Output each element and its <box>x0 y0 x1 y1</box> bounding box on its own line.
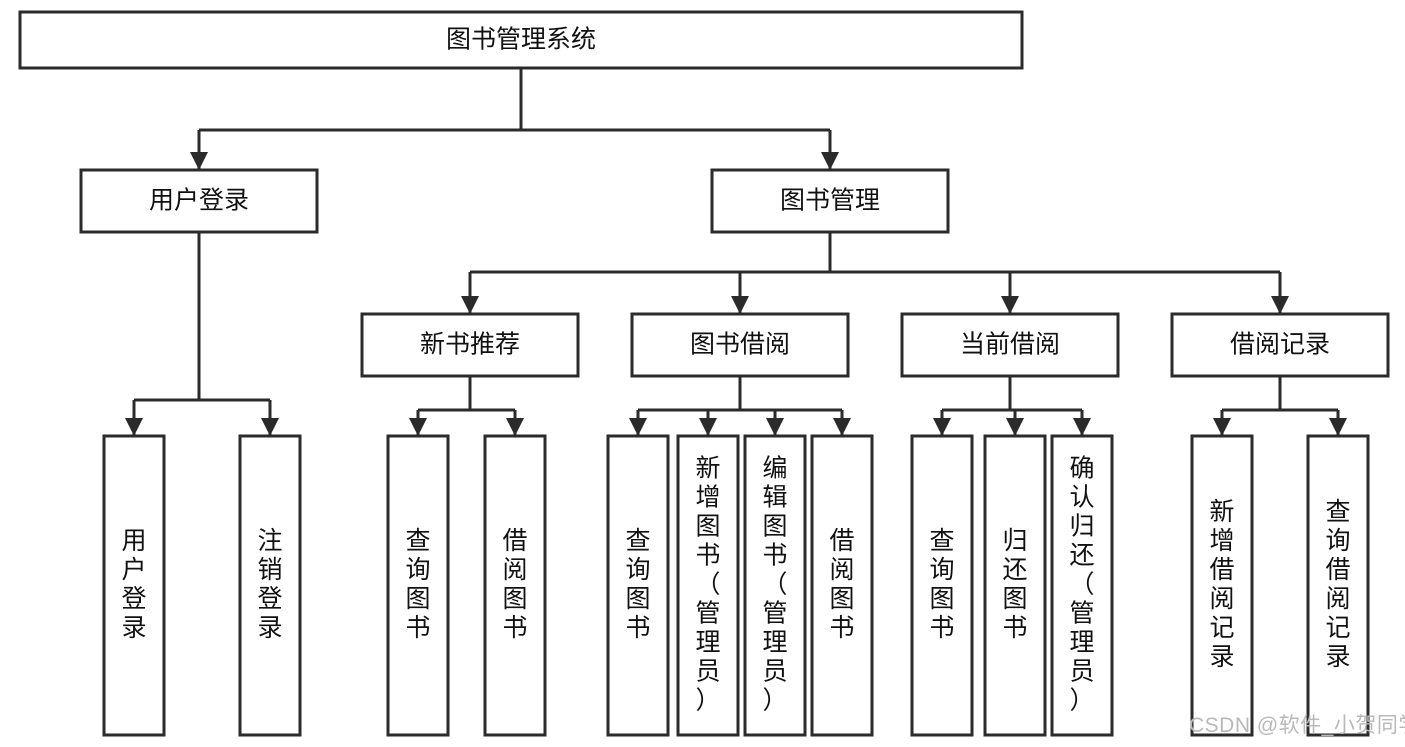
book-borrow-to-leaves-arrow-3 <box>833 418 851 436</box>
node-label-new-book-recommend: 新书推荐 <box>420 331 520 359</box>
ul-to-leaves-arrow-0 <box>125 418 143 436</box>
node-leaf-query-book-borrow: 查询图书 <box>606 434 670 737</box>
node-leaf-query-book-recommend: 查询图书 <box>386 434 450 737</box>
node-box-leaf-borrow-book <box>810 434 874 737</box>
node-leaf-user-logout: 注销登录 <box>238 434 302 737</box>
book-borrow-to-leaves-arrow-2 <box>766 418 784 436</box>
current-borrow-to-leaves-arrow-2 <box>1073 418 1091 436</box>
node-leaf-add-borrow-record: 新增借阅记录 <box>1190 434 1254 737</box>
root-to-l2-arrow-1 <box>821 152 839 170</box>
node-label-leaf-borrow-book: 借阅图书 <box>829 527 854 642</box>
node-layer: 图书管理系统用户登录图书管理新书推荐图书借阅当前借阅借阅记录用户登录注销登录查询… <box>18 10 1390 737</box>
node-leaf-query-borrow-record: 查询借阅记录 <box>1306 434 1370 737</box>
node-leaf-borrow-book-recommend: 借阅图书 <box>483 434 547 737</box>
node-label-leaf-edit-book-admin: 编辑图书（管理员） <box>762 454 787 714</box>
node-label-leaf-query-book-current: 查询图书 <box>929 527 954 642</box>
node-label-leaf-user-login: 用户登录 <box>121 527 146 642</box>
node-box-book-borrow <box>630 312 850 378</box>
node-box-leaf-query-book-borrow <box>606 434 670 737</box>
node-box-leaf-add-borrow-record <box>1190 434 1254 737</box>
book-borrow-to-leaves-arrow-1 <box>699 418 717 436</box>
node-box-leaf-query-book-recommend <box>386 434 450 737</box>
node-box-borrow-record <box>1170 312 1390 378</box>
node-box-leaf-add-book-admin <box>676 434 740 737</box>
node-box-leaf-confirm-return-admin <box>1050 434 1114 737</box>
node-leaf-borrow-book: 借阅图书 <box>810 434 874 737</box>
node-box-leaf-query-borrow-record <box>1306 434 1370 737</box>
current-borrow-to-leaves-arrow-0 <box>933 418 951 436</box>
root-to-l2-arrow-0 <box>190 152 208 170</box>
node-label-leaf-add-book-admin: 新增图书（管理员） <box>695 454 720 714</box>
node-current-borrow: 当前借阅 <box>900 312 1120 378</box>
node-label-leaf-query-book-recommend: 查询图书 <box>405 527 430 642</box>
node-box-leaf-query-book-current <box>910 434 974 737</box>
ul-to-leaves-arrow-1 <box>261 418 279 436</box>
node-leaf-return-book: 归还图书 <box>983 434 1047 737</box>
node-new-book-recommend: 新书推荐 <box>360 312 580 378</box>
borrow-record-to-leaves-arrow-0 <box>1213 418 1231 436</box>
node-user-login: 用户登录 <box>79 168 319 234</box>
node-label-leaf-user-logout: 注销登录 <box>257 527 282 642</box>
node-box-leaf-user-logout <box>238 434 302 737</box>
new-book-recommend-to-leaves-arrow-1 <box>506 418 524 436</box>
node-box-book-management <box>710 168 950 234</box>
node-label-root: 图书管理系统 <box>446 26 596 54</box>
node-book-borrow: 图书借阅 <box>630 312 850 378</box>
node-label-borrow-record: 借阅记录 <box>1230 331 1330 359</box>
node-leaf-query-book-current: 查询图书 <box>910 434 974 737</box>
node-book-management: 图书管理 <box>710 168 950 234</box>
node-leaf-confirm-return-admin: 确认归还（管理员） <box>1050 434 1114 737</box>
current-borrow-to-leaves-arrow-1 <box>1006 418 1024 436</box>
node-leaf-add-book-admin: 新增图书（管理员） <box>676 434 740 737</box>
bm-to-l3-arrow-2 <box>1001 296 1019 314</box>
node-box-new-book-recommend <box>360 312 580 378</box>
node-label-book-management: 图书管理 <box>780 187 880 215</box>
node-box-leaf-edit-book-admin <box>743 434 807 737</box>
connector-layer <box>125 68 1347 436</box>
node-label-leaf-borrow-book-recommend: 借阅图书 <box>502 527 527 642</box>
bm-to-l3-arrow-1 <box>731 296 749 314</box>
node-box-user-login <box>79 168 319 234</box>
node-label-leaf-query-book-borrow: 查询图书 <box>625 527 650 642</box>
node-box-leaf-return-book <box>983 434 1047 737</box>
node-label-current-borrow: 当前借阅 <box>960 331 1060 359</box>
node-root: 图书管理系统 <box>18 10 1024 70</box>
node-label-leaf-add-borrow-record: 新增借阅记录 <box>1209 498 1234 671</box>
new-book-recommend-to-leaves-arrow-0 <box>409 418 427 436</box>
node-label-leaf-query-borrow-record: 查询借阅记录 <box>1325 498 1350 671</box>
node-box-current-borrow <box>900 312 1120 378</box>
node-leaf-user-login: 用户登录 <box>102 434 166 737</box>
node-box-leaf-user-login <box>102 434 166 737</box>
bm-to-l3-arrow-3 <box>1271 296 1289 314</box>
node-label-user-login: 用户登录 <box>149 187 249 215</box>
node-borrow-record: 借阅记录 <box>1170 312 1390 378</box>
node-label-leaf-return-book: 归还图书 <box>1002 527 1027 642</box>
node-label-leaf-confirm-return-admin: 确认归还（管理员） <box>1069 454 1094 714</box>
bm-to-l3-arrow-0 <box>461 296 479 314</box>
node-label-book-borrow: 图书借阅 <box>690 331 790 359</box>
node-leaf-edit-book-admin: 编辑图书（管理员） <box>743 434 807 737</box>
node-box-root <box>18 10 1024 70</box>
borrow-record-to-leaves-arrow-1 <box>1329 418 1347 436</box>
book-borrow-to-leaves-arrow-0 <box>629 418 647 436</box>
node-box-leaf-borrow-book-recommend <box>483 434 547 737</box>
